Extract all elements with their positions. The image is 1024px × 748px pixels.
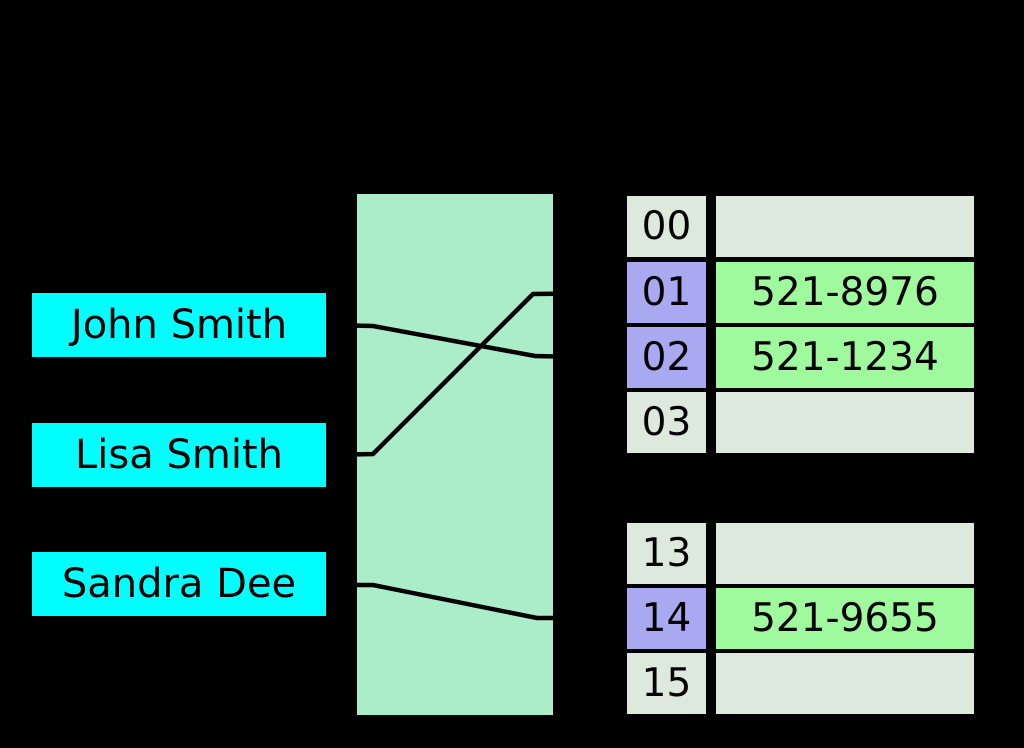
bucket-value-13 <box>716 523 974 584</box>
bucket-index-02: 02 <box>627 327 706 388</box>
bucket-index-13: 13 <box>627 523 706 584</box>
key-box-lisa-smith: Lisa Smith <box>32 423 326 487</box>
bucket-index-15: 15 <box>627 653 706 714</box>
bucket-value-15 <box>716 653 974 714</box>
bucket-value-01: 521-8976 <box>716 262 974 323</box>
bucket-value-03 <box>716 392 974 453</box>
bucket-index-14: 14 <box>627 588 706 649</box>
key-label-lisa-smith: Lisa Smith <box>75 432 283 478</box>
bucket-value-14: 521-9655 <box>716 588 974 649</box>
bucket-index-00: 00 <box>627 196 706 257</box>
key-box-sandra-dee: Sandra Dee <box>32 552 326 616</box>
hash-function-box <box>357 194 553 715</box>
bucket-index-01: 01 <box>627 262 706 323</box>
bucket-index-03: 03 <box>627 392 706 453</box>
bucket-value-02: 521-1234 <box>716 327 974 388</box>
key-label-john-smith: John Smith <box>70 302 288 348</box>
bucket-value-00 <box>716 196 974 257</box>
key-box-john-smith: John Smith <box>32 293 326 357</box>
key-label-sandra-dee: Sandra Dee <box>61 561 297 607</box>
